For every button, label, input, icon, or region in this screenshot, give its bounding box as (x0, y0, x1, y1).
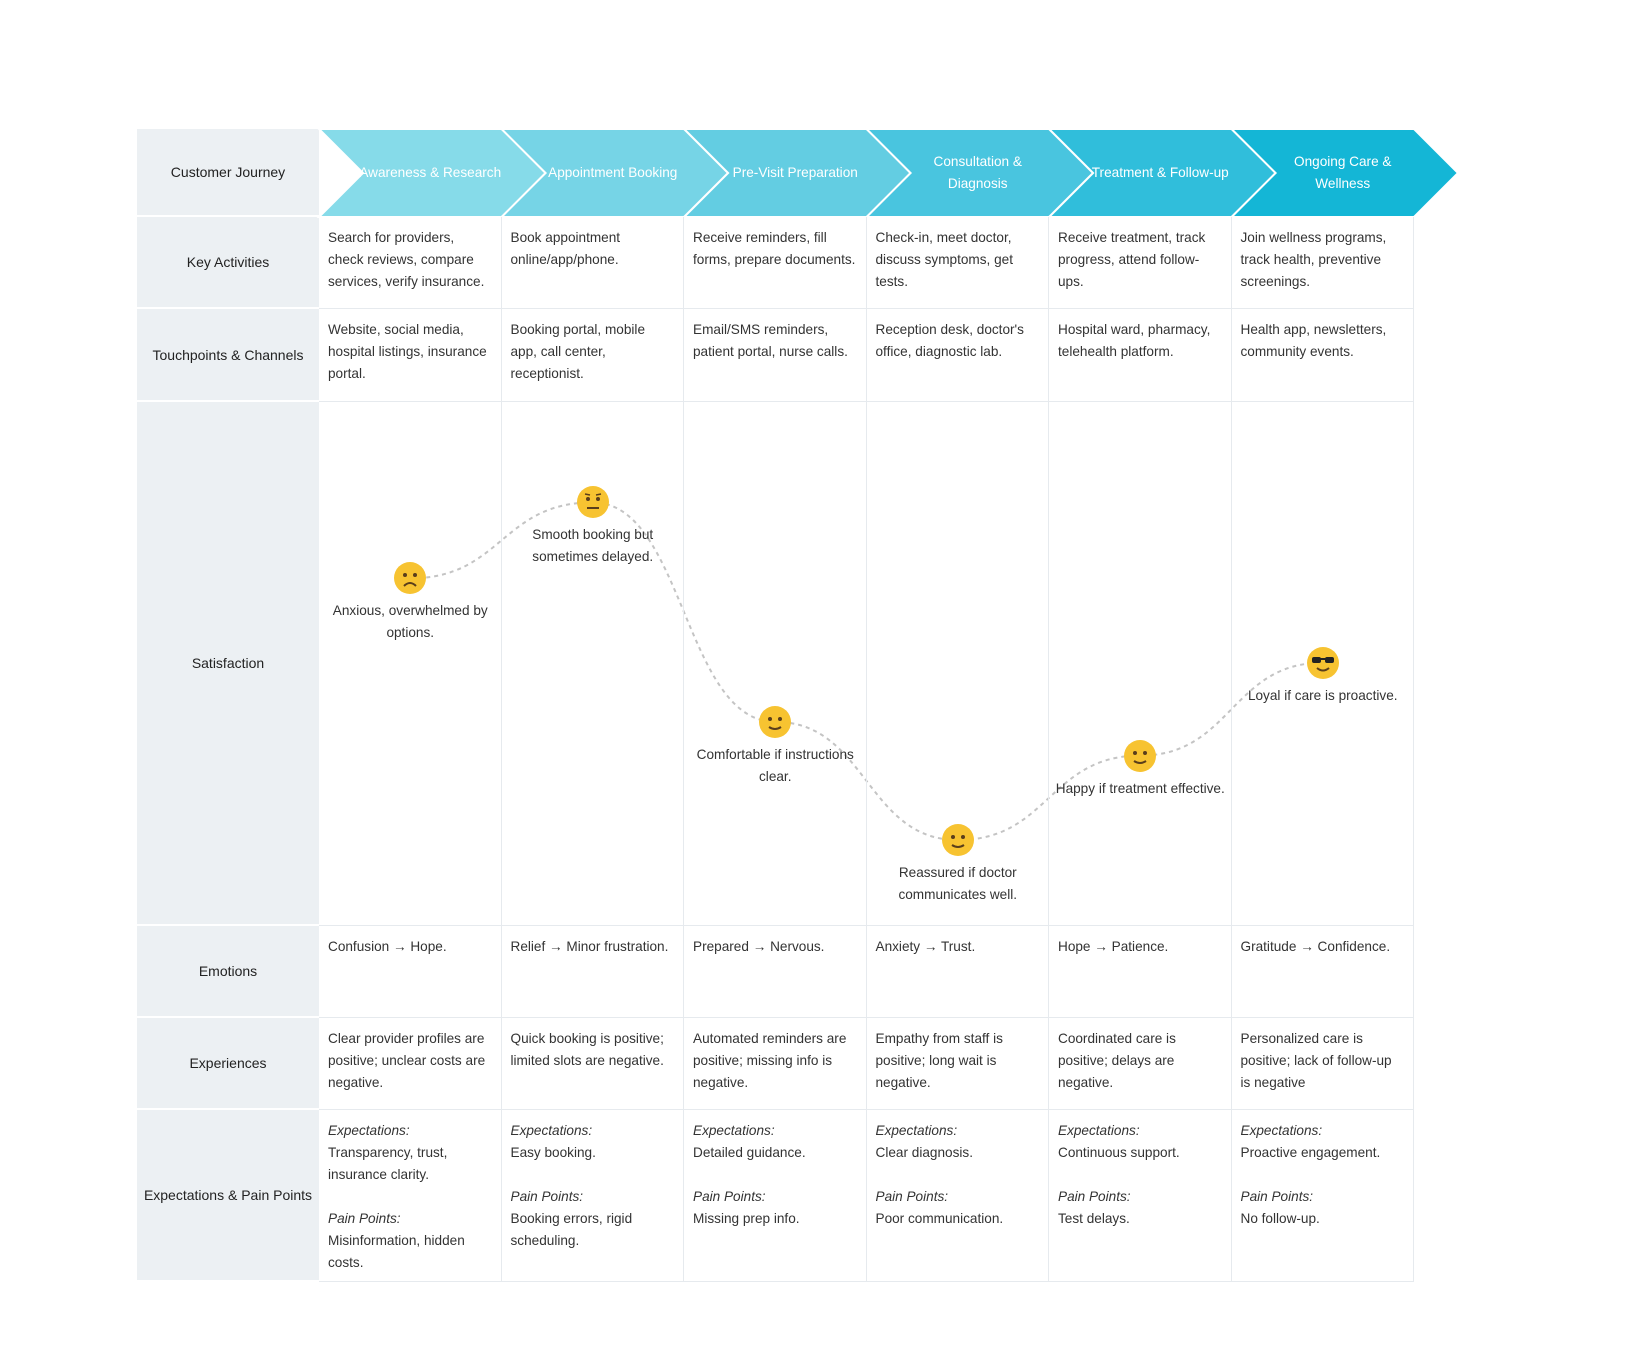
touchpoints-cell: Reception desk, doctor's office, diagnos… (866, 309, 1049, 402)
expectations-pain-points-cell: Expectations: Clear diagnosis. Pain Points… (866, 1110, 1049, 1282)
row-label-expectations-pain-points: Expectations & Pain Points (137, 1110, 319, 1282)
pain-points-heading: Pain Points: (1058, 1189, 1131, 1204)
pain-points-text: Poor communication. (875, 1211, 1004, 1226)
emotions-cell: Prepared → Nervous. (684, 926, 867, 1018)
pain-points-heading: Pain Points: (875, 1189, 949, 1204)
satisfaction-note: Smooth booking but sometimes delayed. (532, 527, 654, 565)
satisfaction-note: Reassured if doctor communicates well. (898, 865, 1018, 902)
row-label-emotions: Emotions (137, 926, 319, 1018)
expectations-heading: Expectations: (1240, 1123, 1323, 1138)
satisfaction-column (1049, 402, 1232, 926)
expectations-heading: Expectations: (1058, 1123, 1140, 1138)
emotions-cell: Confusion → Hope. (319, 926, 502, 1018)
worried-face-icon (394, 562, 427, 595)
satisfaction-note: Happy if treatment effective. (1055, 780, 1225, 796)
experiences-cell: Personalized care is positive; lack of f… (1231, 1018, 1414, 1110)
emotions-cell: Gratitude → Confidence. (1231, 926, 1414, 1018)
emotions-cell: Anxiety → Trust. (866, 926, 1049, 1018)
slight-smile-icon (941, 824, 974, 856)
touchpoints-cell: Booking portal, mobile app, call center,… (501, 309, 684, 402)
expectations-heading: Expectations: (328, 1123, 410, 1138)
stage-name-4: Consultation & Diagnosis (933, 154, 1022, 191)
sunglasses-face-icon (1306, 646, 1339, 679)
experiences-cell: Empathy from staff is positive; long wai… (866, 1018, 1049, 1110)
expectations-heading: Expectations: (693, 1123, 775, 1138)
pain-points-text: Missing prep info. (693, 1211, 800, 1226)
experiences-cell: Clear provider profiles are positive; un… (319, 1018, 502, 1110)
stage-name-2: Appointment Booking (548, 165, 678, 180)
touchpoints-cell: Website, social media, hospital listings… (319, 309, 502, 402)
pain-points-text: Misinformation, hidden costs. (328, 1233, 465, 1270)
satisfaction-column (684, 402, 867, 926)
expectations-text: Proactive engagement. (1240, 1145, 1381, 1160)
expectations-pain-points-cell: Expectations: Proactive engagement. Pain P… (1231, 1110, 1414, 1282)
pain-points-text: No follow-up. (1240, 1211, 1320, 1226)
row-label-customer-journey: Customer Journey (137, 129, 319, 217)
slight-smile-icon (759, 705, 792, 738)
row-label-experiences: Experiences (137, 1018, 319, 1110)
expectations-text: Easy booking. (510, 1145, 596, 1160)
expectations-pain-points-cell: Expectations: Transparency, trust, insura… (319, 1110, 502, 1282)
stage-name-1: Awareness & Research (359, 165, 502, 180)
key-activities-cell: Search for providers, check reviews, com… (319, 217, 502, 309)
expectations-heading: Expectations: (510, 1123, 593, 1138)
experiences-cell: Quick booking is positive; limited slots… (501, 1018, 684, 1110)
experiences-cell: Automated reminders are positive; missin… (684, 1018, 867, 1110)
key-activities-cell: Check-in, meet doctor, discuss symptoms,… (866, 217, 1049, 309)
pain-points-heading: Pain Points: (510, 1189, 584, 1204)
slight-smile-icon (1124, 739, 1157, 772)
expectations-pain-points-cell: Expectations: Easy booking. Pain Points: Bo… (501, 1110, 684, 1282)
stage-name-5: Treatment & Follow-up (1091, 165, 1229, 180)
row-label-key-activities: Key Activities (137, 217, 319, 309)
expectations-heading: Expectations: (875, 1123, 958, 1138)
expectations-text: Detailed guidance. (693, 1145, 806, 1160)
expectations-pain-points-cell: Expectations: Detailed guidance. Pain Poin… (684, 1110, 867, 1282)
neutral-face-icon (576, 486, 609, 519)
pain-points-text: Test delays. (1058, 1211, 1130, 1226)
satisfaction-note: Anxious, overwhelmed by options. (332, 603, 488, 641)
pain-points-heading: Pain Points: (328, 1211, 401, 1226)
satisfaction-column (1231, 402, 1414, 926)
row-label-touchpoints: Touchpoints & Channels (137, 309, 319, 402)
pain-points-text: Booking errors, rigid scheduling. (510, 1211, 633, 1248)
stage-name-3: Pre-Visit Preparation (732, 165, 858, 180)
pain-points-heading: Pain Points: (1240, 1189, 1314, 1204)
expectations-text: Clear diagnosis. (875, 1145, 973, 1160)
pain-points-heading: Pain Points: (693, 1189, 766, 1204)
row-label-satisfaction: Satisfaction (137, 402, 319, 926)
satisfaction-column (866, 402, 1049, 926)
expectations-pain-points-cell: Expectations: Continuous support. Pain Poi… (1049, 1110, 1232, 1282)
emotions-cell: Relief → Minor frustration. (501, 926, 684, 1018)
key-activities-cell: Receive reminders, fill forms, prepare d… (684, 217, 867, 309)
key-activities-cell: Book appointment online/app/phone. (501, 217, 684, 309)
satisfaction-column (501, 402, 684, 926)
satisfaction-column (319, 402, 502, 926)
key-activities-cell: Receive treatment, track progress, atten… (1049, 217, 1232, 309)
touchpoints-cell: Email/SMS reminders, patient portal, nur… (684, 309, 867, 402)
satisfaction-note: Loyal if care is proactive. (1247, 687, 1398, 703)
emotions-cell: Hope → Patience. (1049, 926, 1232, 1018)
expectations-text: Transparency, trust, insurance clarity. (328, 1145, 448, 1182)
experiences-cell: Coordinated care is positive; delays are… (1049, 1018, 1232, 1110)
touchpoints-cell: Hospital ward, pharmacy, telehealth plat… (1049, 309, 1232, 402)
satisfaction-note: Comfortable if instructions clear. (696, 746, 854, 784)
stage-name-6: Ongoing Care & Wellness (1294, 154, 1392, 191)
touchpoints-cell: Health app, newsletters, community event… (1231, 309, 1414, 402)
expectations-text: Continuous support. (1058, 1145, 1180, 1160)
key-activities-cell: Join wellness programs, track health, pr… (1231, 217, 1414, 309)
